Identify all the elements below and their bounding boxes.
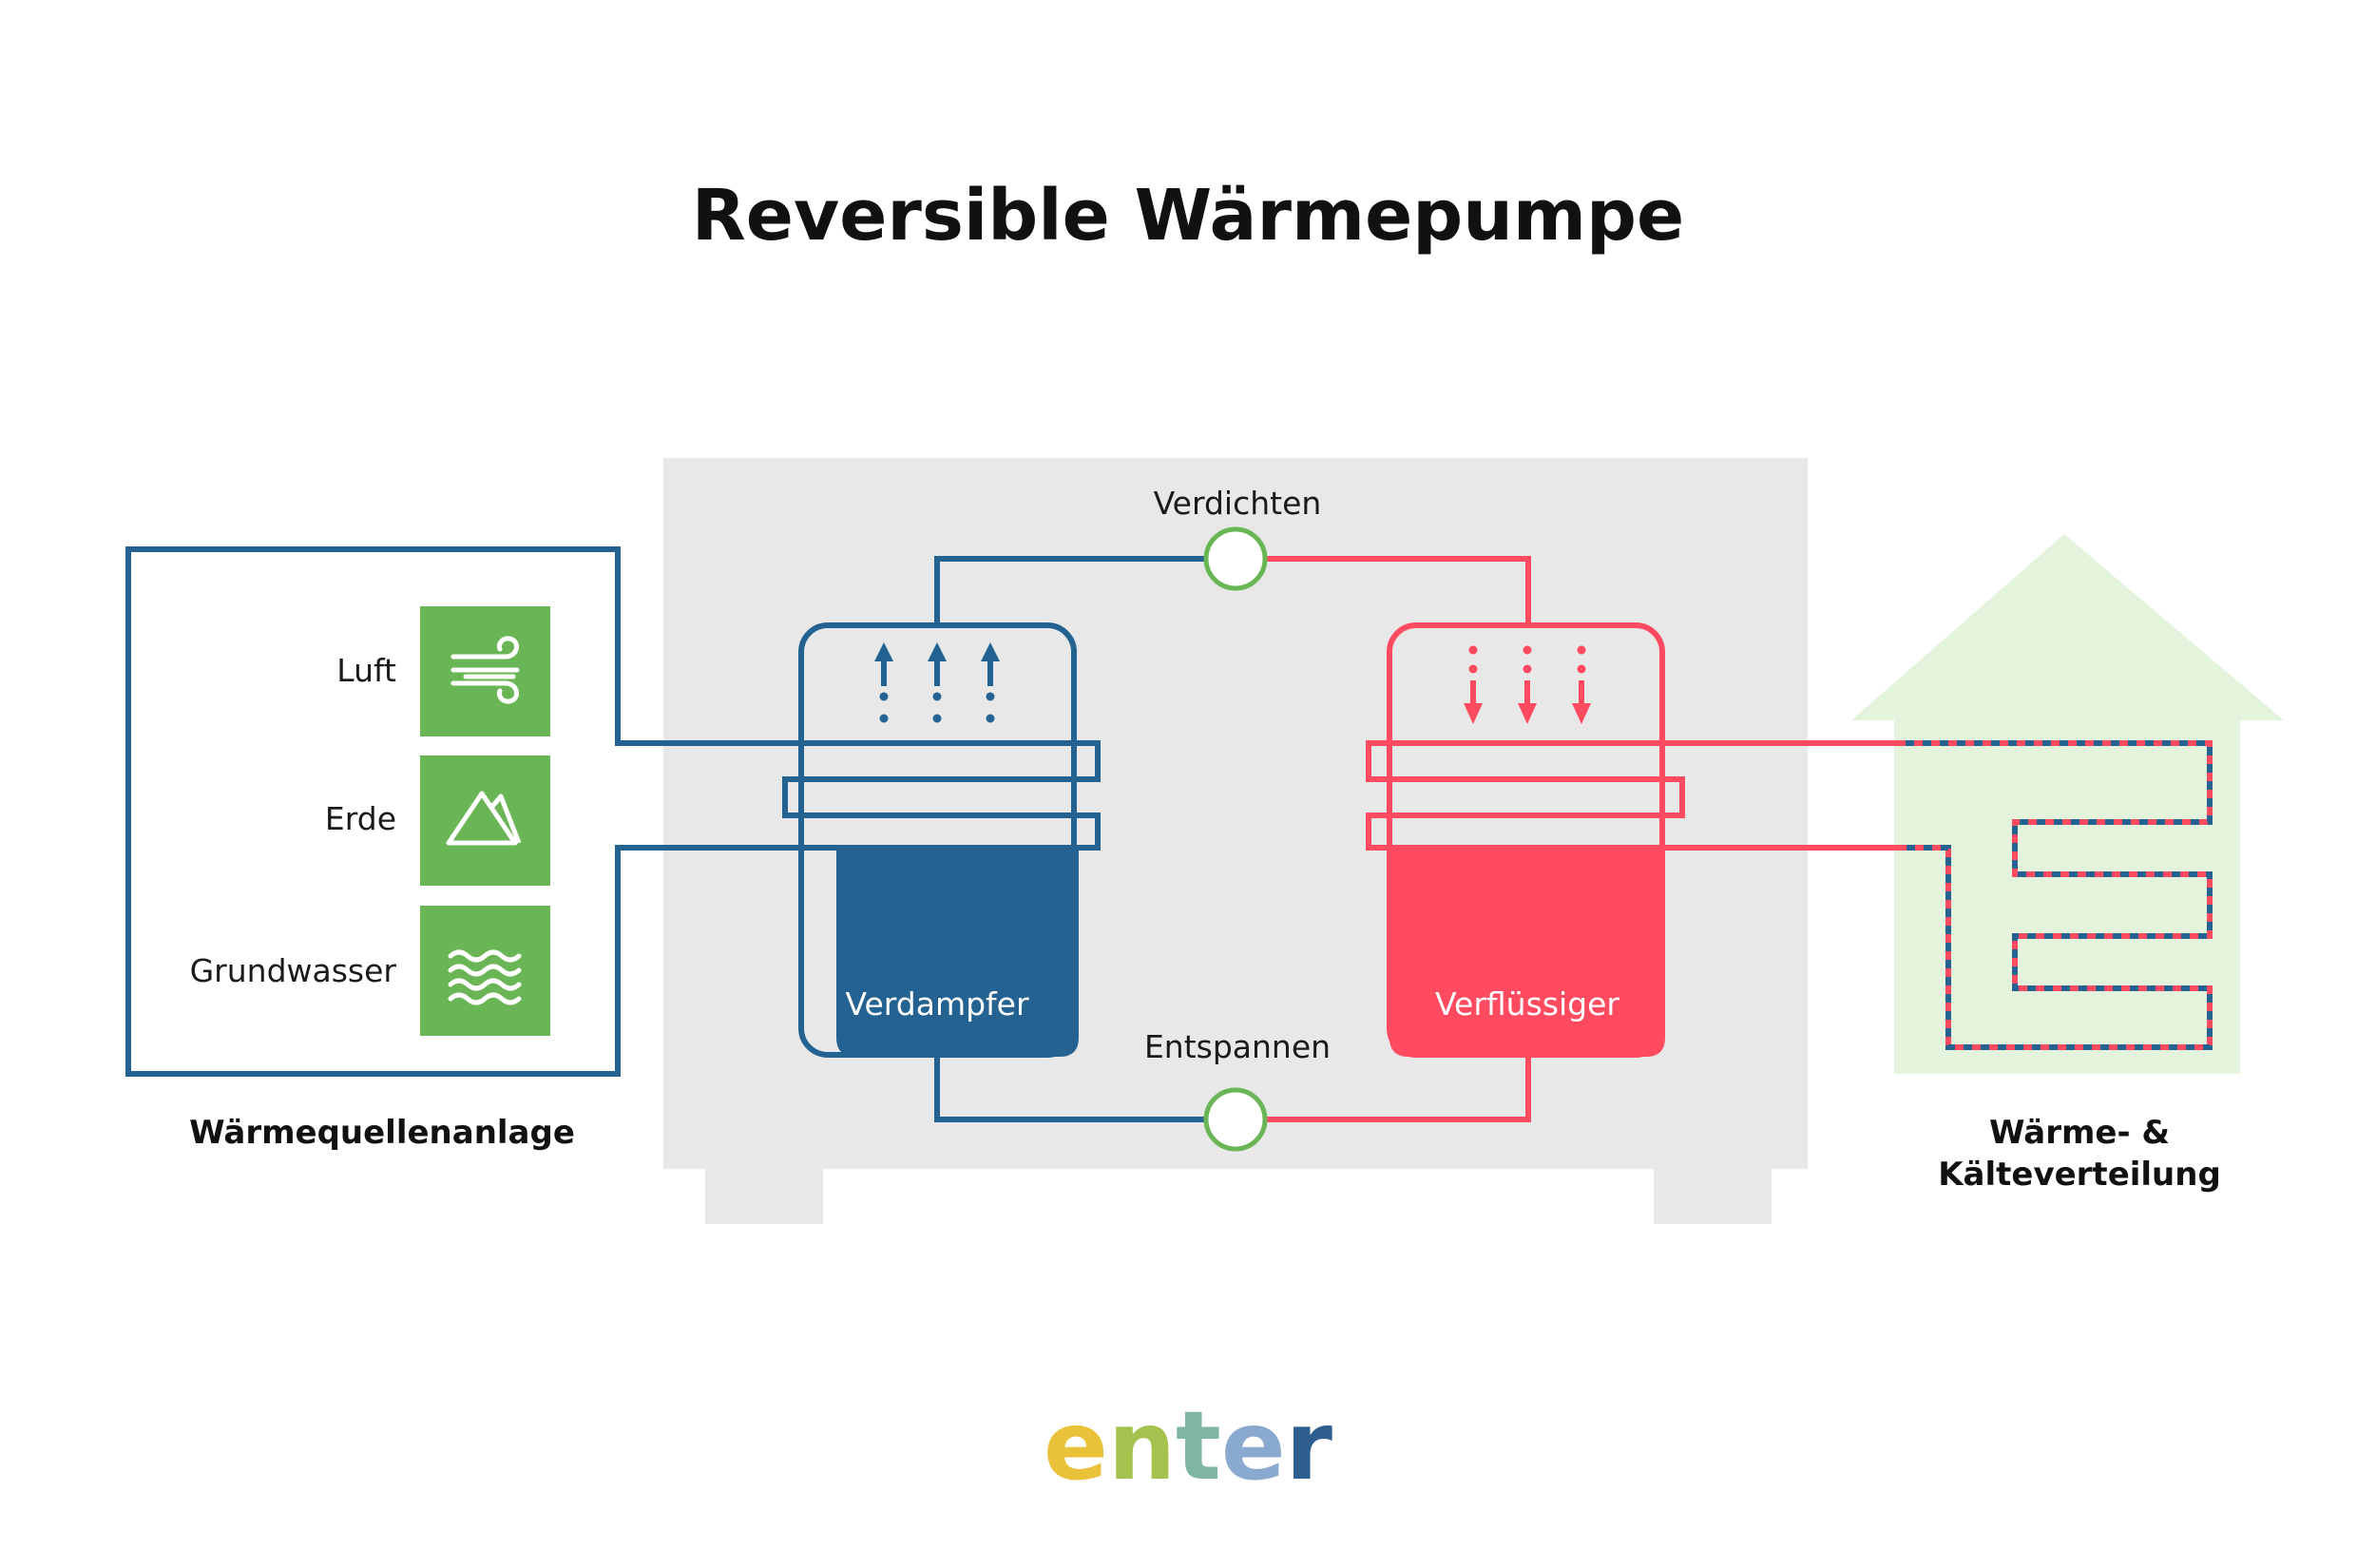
- logo-letter: t: [1176, 1390, 1221, 1501]
- source-label-luft: Luft: [336, 652, 396, 689]
- source-loop-pipe: [125, 546, 1098, 1077]
- condenser-tank: [1387, 622, 1665, 1058]
- arrow-down-icon: [1464, 645, 1483, 724]
- floor-heating-pipe: [1906, 740, 2213, 1050]
- logo-letter: e: [1044, 1390, 1108, 1501]
- arrow-up-icon: [981, 642, 1000, 723]
- source-heading: Wärmequellenanlage: [189, 1114, 575, 1152]
- condenser-down-arrows: [1464, 645, 1591, 724]
- arrow-up-icon: [874, 642, 893, 723]
- evaporator-label: Verdampfer: [845, 985, 1028, 1023]
- compressor-valve: [1203, 526, 1268, 591]
- cycle-pipe-bottom-blue: [934, 1057, 1207, 1122]
- arrow-down-icon: [1572, 645, 1591, 724]
- cycle-pipe-bottom-red: [1264, 1057, 1531, 1122]
- logo-letter: n: [1108, 1390, 1176, 1501]
- wind-icon: [450, 636, 520, 704]
- distribution-label-line2: Kälteverteilung: [1938, 1156, 2221, 1194]
- page-title: Reversible Wärmepumpe: [692, 175, 1684, 257]
- cycle-pipe-top-red: [1264, 556, 1531, 625]
- distribution-label-line1: Wärme- &: [1989, 1114, 2170, 1152]
- enter-logo: enter: [1044, 1390, 1333, 1501]
- source-item-erde: Erde: [325, 755, 550, 886]
- expand-label: Entspannen: [1144, 1028, 1331, 1065]
- house-icon: [1851, 534, 2284, 1074]
- source-item-luft: Luft: [336, 606, 550, 736]
- source-label-erde: Erde: [325, 800, 396, 837]
- water-waves-icon: [448, 949, 522, 1005]
- source-item-grundwasser: Grundwasser: [190, 906, 550, 1036]
- condenser-label: Verflüssiger: [1435, 985, 1619, 1023]
- compress-label: Verdichten: [1154, 485, 1322, 522]
- cycle-pipe-top-blue: [934, 556, 1207, 625]
- expansion-valve: [1203, 1087, 1268, 1152]
- logo-letter: e: [1221, 1390, 1286, 1501]
- evaporator-coil: [618, 740, 1101, 851]
- logo-letter: r: [1286, 1390, 1333, 1501]
- evaporator-up-arrows: [874, 642, 1000, 723]
- condenser-coil: [1366, 740, 1906, 851]
- mountain-icon: [446, 791, 522, 846]
- evaporator-tank: [798, 622, 1079, 1058]
- source-label-grundwasser: Grundwasser: [190, 952, 397, 989]
- arrow-up-icon: [928, 642, 947, 723]
- arrow-down-icon: [1518, 645, 1537, 724]
